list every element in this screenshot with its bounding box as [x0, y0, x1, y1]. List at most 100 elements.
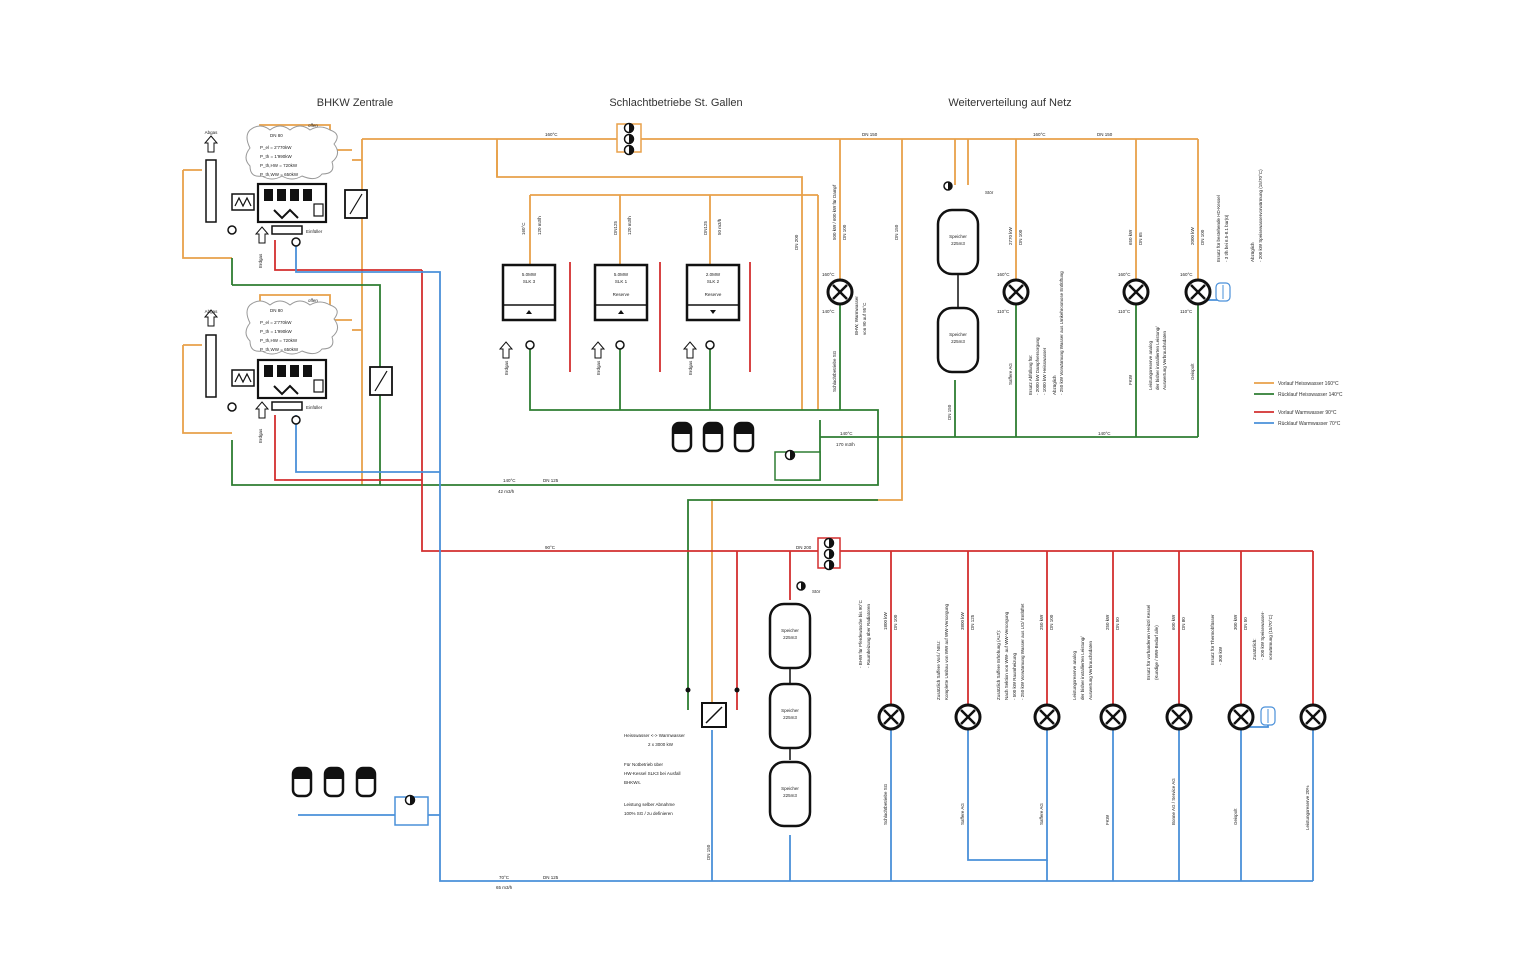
consumer-name: Schlachtbetriebe SG: [832, 350, 837, 392]
warm-consumer-fkw: 250 kW DN 50 Leistungsreserve analog der…: [1072, 614, 1127, 825]
dn-label: DN 100: [1018, 229, 1023, 245]
desc-line: Leistungsreserve analog: [1072, 650, 1077, 700]
desc-line: Ersatz für vorhandenen Heizöl Kessel: [1146, 605, 1151, 680]
dn-label: DN 50: [1115, 617, 1120, 630]
spec-cloud: [245, 125, 338, 180]
gas-arrow-icon: [255, 226, 269, 244]
pump-icon: [1184, 278, 1212, 306]
dn-label: DN 65: [1138, 232, 1143, 245]
dn-label: DN 80: [1181, 617, 1186, 630]
dn-label: DN 100: [1049, 614, 1054, 630]
power-label: 650 kW: [1128, 229, 1133, 245]
desc-line: - 3 t/h bei 6.5-8.1 bar(ü): [1224, 214, 1229, 262]
stoer-label: Stör: [812, 589, 821, 594]
desc-line: der bisher installierten Leistung/: [1080, 636, 1085, 700]
expansion-vessel-icon: [355, 766, 377, 798]
dn-label: DN 100: [1200, 229, 1205, 245]
desc-line: BHW, Warmwasser: [854, 296, 859, 335]
spec-pth-hw: P_th,HW = 720kW: [260, 338, 298, 343]
consumer-name: Geispolt: [1190, 363, 1195, 380]
temp-label: 160°C: [521, 222, 526, 235]
dn-label: DN 200: [796, 545, 812, 550]
desc-line: Nach Sektion von WW- auf WW-Versorgung: [1004, 611, 1009, 700]
temp-in: 160°C: [822, 272, 835, 277]
legend-entry: Vorlauf Warmwasser 90°C: [1278, 410, 1337, 416]
dn-label: DN 50: [1243, 617, 1248, 630]
pump-icon: [1227, 703, 1255, 731]
flow-label: 42 m3/h: [498, 489, 515, 494]
pump-icon: [826, 278, 854, 306]
desc-line: Ersatz Abfüllung für:: [1028, 355, 1033, 395]
tank-label: Speicher: [949, 332, 967, 337]
abgas-label: Abgas: [205, 309, 219, 314]
power-label: 250 kW: [1105, 614, 1110, 630]
spec-pth-hw: P_th,HW = 720kW: [260, 163, 298, 168]
erdgas-label: Erdgas: [504, 360, 509, 375]
temp-in: 160°C: [997, 272, 1010, 277]
dn-label: DN 80: [270, 308, 283, 313]
hex-note: 100% SG / zu definieren: [624, 811, 673, 816]
erdgas-label: Erdgas: [596, 360, 601, 375]
dn-label: DN 80: [270, 133, 283, 138]
expansion-vessel-icon: [671, 421, 693, 453]
flow-label: 65 m3/h: [496, 885, 513, 890]
consumer-name: FKW: [1105, 814, 1110, 825]
dn-label: DN 150: [862, 132, 878, 137]
pump-icon: [954, 703, 982, 731]
spec-pth-ww: P_th,WW = 650kW: [260, 172, 299, 177]
desc-line: Ersatz für bestehende HD-Kessel: [1216, 195, 1221, 262]
stoer-label: Stör: [985, 190, 994, 195]
section-title-weiter: Weiterverteilung auf Netz: [948, 97, 1071, 109]
desc-line: Abzüglich: [1250, 242, 1255, 262]
pipes: [182, 124, 1314, 882]
hex-title: Heisswasser <-> Warmwasser: [624, 733, 685, 738]
desc-line: vorwärmung (15/70°C): [1268, 614, 1273, 660]
flow-label: 50 m3/h: [717, 218, 722, 235]
boiler-power: 5.0MW: [522, 272, 537, 277]
desc-line: Komplette Umbau von WW auf WW-Versorgung: [944, 604, 949, 700]
spec-pel: P_el = 2'770kW: [260, 145, 292, 150]
power-label: 1800 kW: [883, 611, 888, 630]
warm-consumer-geispolt: 300 kW DN 50 Ersatz für Thermobfässer - …: [1210, 611, 1276, 825]
legend: Vorlauf Heisswasser 160°C Rücklauf Heiss…: [1254, 381, 1343, 427]
boiler-status: Reserve: [613, 292, 630, 297]
flow-label: 120 m3/h: [537, 216, 542, 235]
power-label: 3800 kW: [960, 611, 965, 630]
tank-label: Speicher: [781, 786, 799, 791]
desc-line: Abzüglich: [1052, 375, 1057, 395]
temp-out: 110°C: [1118, 309, 1131, 314]
tank-label: Speicher: [949, 234, 967, 239]
expansion-vessel-icon: [323, 766, 345, 798]
bhkw-unit-2: Abgas P_el = 2'770kW P_th = 1'990kW P_th…: [204, 298, 393, 443]
dn-label: DN 150: [1097, 132, 1113, 137]
desc-line: Zusätzlich Saffere Vorl./ NEU:: [936, 641, 941, 700]
dn-label: DN 150: [894, 224, 899, 240]
boiler-name: SLK 1: [615, 279, 628, 284]
dn-label: DN125: [703, 220, 708, 235]
boiler-slk2: 2.0MW SLK 2 Reserve Erdgas DN125 50 m3/h: [683, 218, 741, 375]
expansion-vessels-hot: [671, 421, 821, 481]
expansion-vessels-warm: [291, 766, 429, 826]
boiler-slk1: 5.0MW SLK 1 Reserve Erdgas DN125 120 m3/…: [591, 216, 649, 375]
tank-volume: 225m3: [951, 339, 965, 344]
hex-note: HW-Kessel SLK3 bei Ausfall: [624, 771, 680, 776]
desc-line: - 200 kW Speisewasservorwärmung (15/70°C…: [1258, 169, 1263, 262]
hex-hot-warm: Heisswasser <-> Warmwasser 2 x 3000 kW F…: [624, 687, 740, 816]
pump-icon: [1033, 703, 1061, 731]
legend-entry: Rücklauf Warmwasser 70°C: [1278, 421, 1341, 427]
desc-line: der bisher installierten Leistung/: [1155, 326, 1160, 390]
warm-consumer-schlacht: 1800 kW DN 100 - BHW für Pferdewäsche bi…: [858, 599, 905, 825]
hot-consumer-fkw: 650 kW DN 65 Leistungsreserve analog der…: [1118, 229, 1167, 390]
expansion-vessel-icon: [702, 421, 724, 453]
consumer-name: FKW: [1128, 374, 1133, 385]
spec-pth-ww: P_th,WW = 650kW: [260, 347, 299, 352]
desc-line: - 2000 kW Dampfversorgung: [1035, 337, 1040, 395]
dn-label: DN 150: [947, 404, 952, 420]
desc-line: Zusätzlich:: [1252, 638, 1257, 660]
spec-pth: P_th = 1'990kW: [260, 329, 293, 334]
einfueller-label: Einfüller: [306, 229, 323, 234]
desc-line: Zusätzlich Saffere Erhöhung (ALT):: [996, 630, 1001, 700]
pump-icon: [1122, 278, 1150, 306]
flow-label: 120 m3/h: [627, 216, 632, 235]
